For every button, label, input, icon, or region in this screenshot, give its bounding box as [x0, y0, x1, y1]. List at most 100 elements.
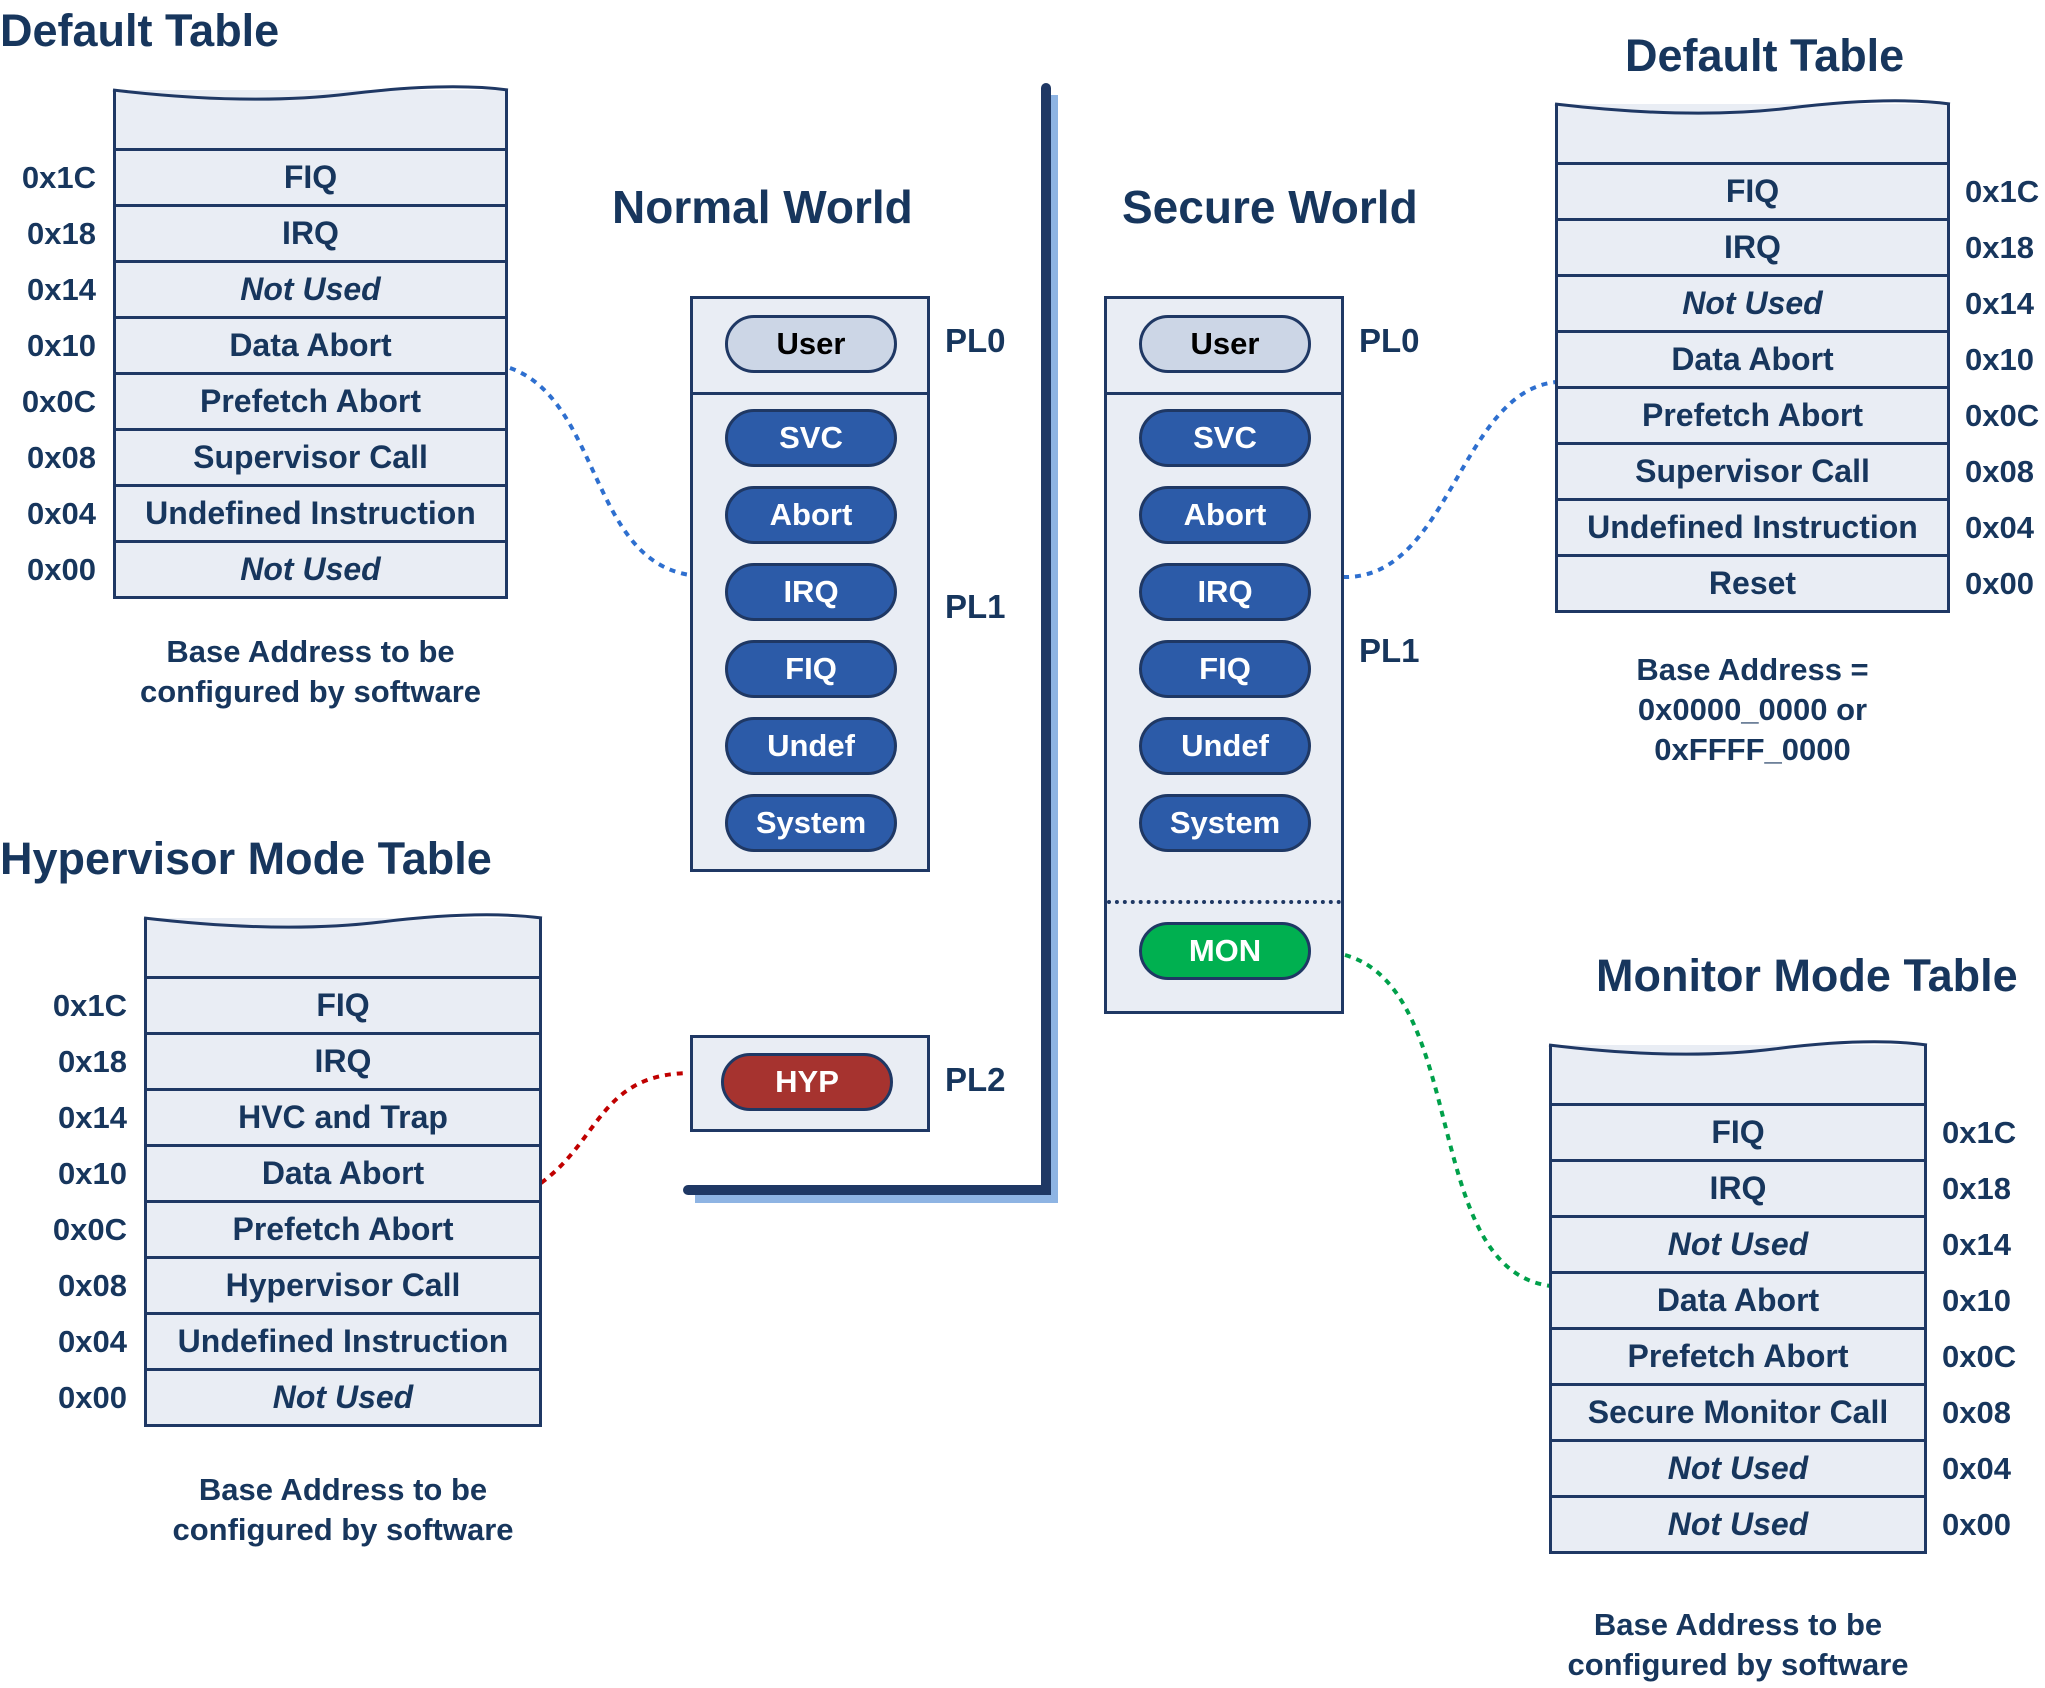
mode-undef[interactable]: Undef — [725, 717, 897, 775]
vector-entry: Not Used — [1549, 1215, 1927, 1274]
vector-offset: 0x1C — [1965, 173, 2040, 209]
mode-fiq[interactable]: FIQ — [725, 640, 897, 698]
vector-offset: 0x04 — [58, 1323, 127, 1359]
vector-entry: Prefetch Abort — [1549, 1327, 1927, 1386]
caption-line: Base Address to be — [1593, 1607, 1883, 1642]
vector-entry: Not Used — [113, 540, 508, 599]
normal-pl1-label: PL1 — [945, 588, 1006, 625]
vector-offset: 0x04 — [27, 495, 96, 531]
vector-entry: Not Used — [144, 1368, 542, 1427]
vector-entry: Data Abort — [1549, 1271, 1927, 1330]
vector-entry: IRQ — [113, 204, 508, 263]
hyp-mode[interactable]: HYP — [721, 1053, 893, 1111]
vector-entry: Undefined Instruction — [113, 484, 508, 543]
normal-default-connector — [509, 366, 691, 577]
normal-default-title: Default Table — [0, 5, 280, 56]
vector-entry: Data Abort — [144, 1144, 542, 1203]
vector-entry: Not Used — [1549, 1495, 1927, 1554]
mode-system[interactable]: System — [725, 794, 897, 852]
caption-line: configured by software — [139, 674, 482, 709]
monitor-table-title: Monitor Mode Table — [1596, 950, 2018, 1001]
vector-offset: 0x18 — [58, 1043, 127, 1079]
vector-offset: 0x14 — [27, 271, 96, 307]
table-wavy-edge — [143, 913, 543, 929]
vector-offset: 0x10 — [1942, 1282, 2011, 1318]
world-divider-shadow — [695, 95, 1058, 1203]
table-header-space — [144, 918, 542, 976]
world-divider — [683, 83, 1051, 1195]
secure-default-title: Default Table — [1625, 30, 1905, 81]
mode-svc[interactable]: SVC — [1139, 409, 1311, 467]
normal-pl2-label: PL2 — [945, 1061, 1006, 1098]
mode-fiq[interactable]: FIQ — [1139, 640, 1311, 698]
table-header-space — [1549, 1045, 1927, 1103]
table-header-space — [1555, 104, 1950, 162]
vector-entry: FIQ — [144, 976, 542, 1035]
secure-mon-separator — [1107, 900, 1341, 904]
vector-offset: 0x00 — [1942, 1506, 2011, 1542]
vector-offset: 0x04 — [1965, 509, 2034, 545]
secure-pl1-label: PL1 — [1359, 632, 1420, 669]
vector-offset: 0x10 — [58, 1155, 127, 1191]
vector-entry: Prefetch Abort — [1555, 386, 1950, 445]
hypervisor-table-title: Hypervisor Mode Table — [0, 833, 492, 884]
caption-line: 0x0000_0000 or — [1637, 692, 1868, 727]
mode-abort[interactable]: Abort — [1139, 486, 1311, 544]
vector-entry: Data Abort — [1555, 330, 1950, 389]
vector-offset: 0x14 — [1942, 1226, 2011, 1262]
vector-offset: 0x00 — [1965, 565, 2034, 601]
vector-entry: Supervisor Call — [113, 428, 508, 487]
mon-connector — [1344, 953, 1552, 1288]
mode-abort[interactable]: Abort — [725, 486, 897, 544]
table-wavy-edge — [1548, 1040, 1928, 1056]
vector-offset: 0x00 — [58, 1379, 127, 1415]
vector-offset: 0x08 — [58, 1267, 127, 1303]
vector-entry: HVC and Trap — [144, 1088, 542, 1147]
table-header-space — [113, 90, 508, 148]
secure-world-title: Secure World — [1122, 181, 1418, 233]
vector-offset: 0x1C — [21, 159, 96, 195]
vector-entry: Supervisor Call — [1555, 442, 1950, 501]
vector-offset: 0x14 — [1965, 285, 2034, 321]
vector-entry: Not Used — [1555, 274, 1950, 333]
normal-user-mode[interactable]: User — [725, 315, 897, 373]
vector-entry: Not Used — [1549, 1439, 1927, 1498]
vector-entry: IRQ — [144, 1032, 542, 1091]
secure-user-mode[interactable]: User — [1139, 315, 1311, 373]
secure-pl0-label: PL0 — [1359, 322, 1420, 359]
caption-line: configured by software — [1567, 1647, 1909, 1682]
mode-irq[interactable]: IRQ — [725, 563, 897, 621]
normal-pl0-separator — [693, 392, 927, 395]
vector-entry: IRQ — [1549, 1159, 1927, 1218]
vector-entry: Data Abort — [113, 316, 508, 375]
mode-undef[interactable]: Undef — [1139, 717, 1311, 775]
caption-line: 0xFFFF_0000 — [1654, 732, 1851, 767]
vector-entry: Hypervisor Call — [144, 1256, 542, 1315]
secure-default-connector — [1342, 380, 1558, 580]
caption-line: configured by software — [172, 1512, 514, 1547]
mode-irq[interactable]: IRQ — [1139, 563, 1311, 621]
table-wavy-edge — [112, 85, 509, 101]
vector-entry: Secure Monitor Call — [1549, 1383, 1927, 1442]
vector-entry: Prefetch Abort — [144, 1200, 542, 1259]
vector-offset: 0x08 — [27, 439, 96, 475]
vector-entry: Prefetch Abort — [113, 372, 508, 431]
vector-entry: Undefined Instruction — [1555, 498, 1950, 557]
normal-world-title: Normal World — [612, 181, 913, 233]
vector-offset: 0x00 — [27, 551, 96, 587]
vector-offset: 0x04 — [1942, 1450, 2011, 1486]
mode-svc[interactable]: SVC — [725, 409, 897, 467]
vector-offset: 0x1C — [1942, 1114, 2017, 1150]
vector-entry: Not Used — [113, 260, 508, 319]
vector-offset: 0x18 — [27, 215, 96, 251]
mode-system[interactable]: System — [1139, 794, 1311, 852]
normal-pl0-label: PL0 — [945, 322, 1006, 359]
mon-mode[interactable]: MON — [1139, 922, 1311, 980]
